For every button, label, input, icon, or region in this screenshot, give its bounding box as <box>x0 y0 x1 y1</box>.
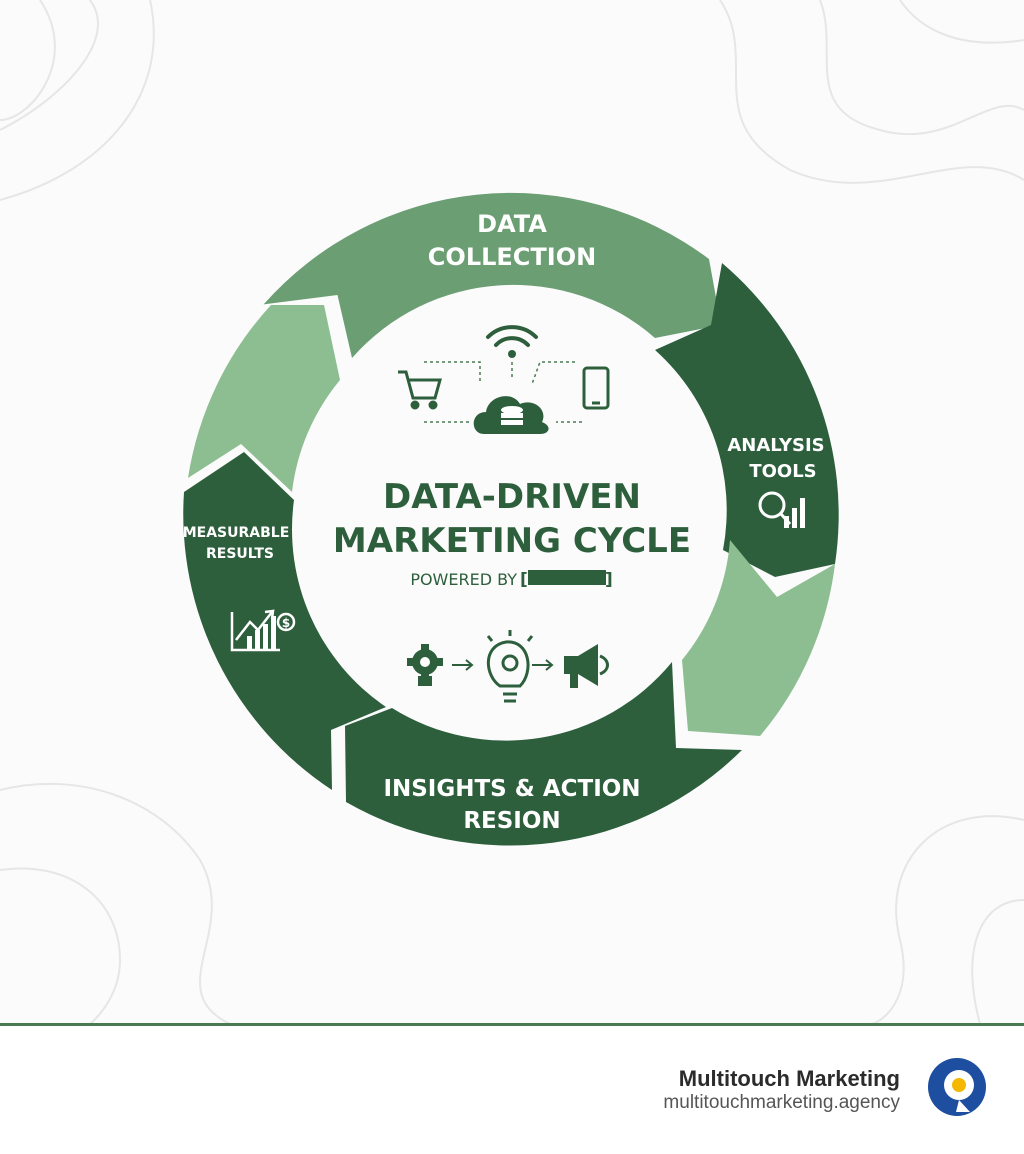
measurable-results-label-line2: RESULTS <box>206 546 274 562</box>
footer: Multitouch Marketing multitouchmarketing… <box>0 1026 1024 1154</box>
data-collection-label-line1: DATA <box>477 210 547 238</box>
segment-light-left <box>188 305 340 492</box>
smartphone-icon <box>582 366 610 410</box>
cloud-database-icon <box>473 396 549 434</box>
diagram-title-line1: DATA-DRIVEN <box>383 477 641 517</box>
brand-url: multitouchmarketing.agency <box>663 1092 900 1113</box>
svg-text:]: ] <box>605 570 613 590</box>
data-flow-arrows <box>424 361 582 423</box>
flow-arrow-1 <box>452 659 474 671</box>
analysis-tools-label-line1: ANALYSIS <box>727 435 824 456</box>
svg-text:$: $ <box>282 616 290 630</box>
svg-text:[: [ <box>520 570 528 590</box>
segment-analysis-tools <box>655 263 839 577</box>
segment-insights-action <box>345 662 742 846</box>
brand-logo-icon <box>928 1058 986 1116</box>
growth-chart-dollar-icon: $ <box>230 609 296 652</box>
lightbulb-gear-icon <box>486 630 534 703</box>
insights-action-label-line1: INSIGHTS & ACTION <box>383 776 640 802</box>
brand-name: Multitouch Marketing <box>678 1066 900 1091</box>
diagram-canvas: DATA COLLECTION ANALYSIS TOOLS INSIGHTS … <box>0 0 1024 1024</box>
cycle-diagram: DATA COLLECTION ANALYSIS TOOLS INSIGHTS … <box>0 0 1024 1024</box>
measurable-results-label-line1: MEASURABLE <box>183 525 290 541</box>
data-collection-label-line2: COLLECTION <box>428 243 596 271</box>
insights-action-label-line2: RESION <box>463 808 560 834</box>
footer-divider <box>0 1023 1024 1026</box>
magnifier-chart-icon <box>758 491 805 528</box>
segment-light-right <box>682 540 835 736</box>
wifi-icon <box>486 325 538 358</box>
diagram-title-line2: MARKETING CYCLE <box>333 521 691 561</box>
shopping-cart-icon <box>398 370 442 410</box>
megaphone-icon <box>564 644 609 688</box>
flow-arrow-2 <box>532 659 554 671</box>
gear-bulb-icon <box>407 644 443 686</box>
powered-by-label: POWERED BY <box>410 570 517 589</box>
analysis-tools-label-line2: TOOLS <box>749 461 816 482</box>
segment-data-collection <box>263 192 721 358</box>
background-contours <box>0 0 1024 1024</box>
powered-by-bracket-mark: [ ] <box>520 570 613 590</box>
segment-measurable-results <box>183 452 386 790</box>
